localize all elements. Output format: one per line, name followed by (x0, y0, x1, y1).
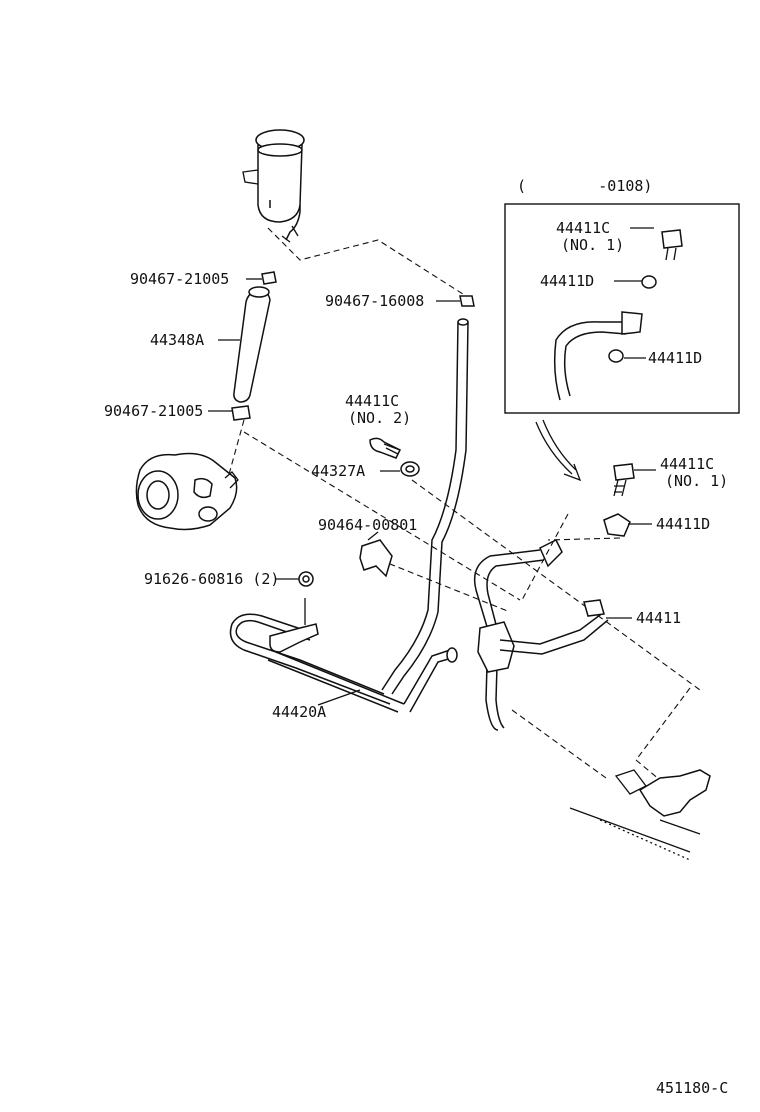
label-reservoir-clamp-upper: 90467-21005 (130, 270, 229, 288)
label-union-bolt-no2: 44411C (345, 392, 399, 410)
label-return-clamp-top: 90467-16008 (325, 292, 424, 310)
label-return-tube: 44420A (272, 703, 326, 721)
suction-hose (218, 286, 271, 403)
label-inset-gasket-lower: 44411D (648, 349, 702, 367)
return-tube-assembly (229, 598, 458, 713)
clamp-bracket (359, 531, 393, 578)
gasket-44411d (603, 513, 652, 537)
power-steering-pump (135, 452, 239, 531)
label-inset-union-bolt: 44411C (556, 219, 610, 237)
label-inset-range: ( -0108) (517, 177, 652, 195)
label-gasket-d: 44411D (656, 515, 710, 533)
hose-clamp-upper (246, 271, 277, 285)
return-clamp-top (436, 295, 475, 307)
bolt-part (276, 571, 314, 587)
union-bolt-no2 (369, 437, 402, 459)
label-gasket-a: 44327A (311, 462, 365, 480)
label-suction-hose: 44348A (150, 331, 204, 349)
label-union-bolt-no1-sub: (NO. 1) (665, 472, 728, 490)
pressure-tube (499, 599, 632, 655)
label-clamp-bracket: 90464-00801 (318, 516, 417, 534)
gasket-44327a (380, 461, 420, 477)
label-reservoir-clamp-lower: 90467-21005 (104, 402, 203, 420)
label-inset-union-bolt-sub: (NO. 1) (561, 236, 624, 254)
label-pressure-tube: 44411 (636, 609, 681, 627)
label-inset-gasket-upper: 44411D (540, 272, 594, 290)
label-bolt-qty: 91626-60816 (2) (144, 570, 279, 588)
inset-box (504, 203, 740, 414)
union-bolt-no1 (613, 463, 656, 497)
inset-arrow (535, 419, 582, 482)
hose-clamp-lower (208, 405, 251, 421)
return-hose (381, 318, 469, 695)
steering-gear-housing (511, 687, 711, 861)
pressure-hose (473, 538, 563, 731)
label-union-bolt-no2-sub: (NO. 2) (348, 409, 411, 427)
reservoir-tank (242, 129, 305, 243)
label-union-bolt-no1: 44411C (660, 455, 714, 473)
label-diagram-code: 451180-C (656, 1079, 728, 1097)
